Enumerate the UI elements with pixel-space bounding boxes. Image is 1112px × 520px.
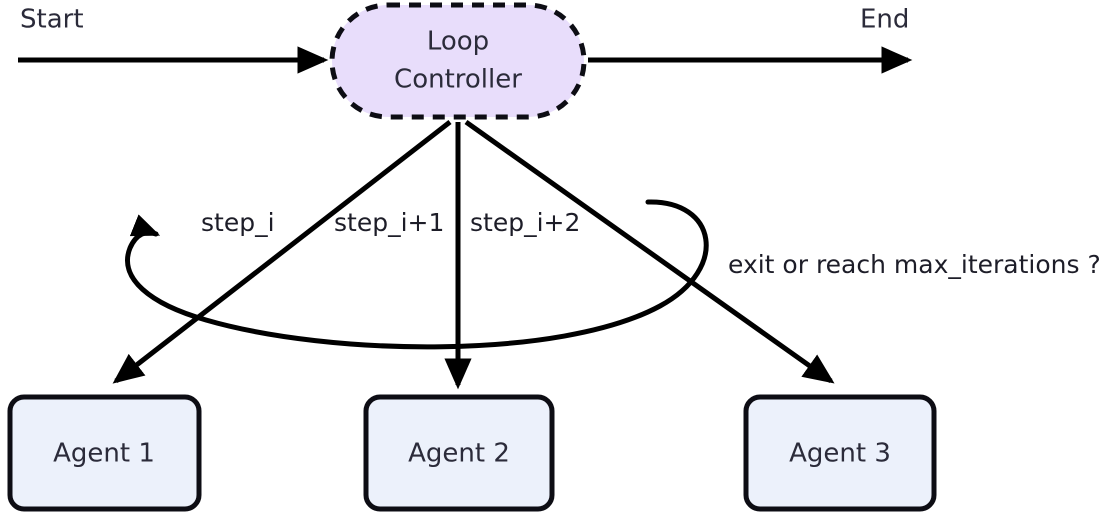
agent-2-label: Agent 2 (408, 439, 510, 469)
edge-label-step-i-plus-1: step_i+1 (334, 208, 444, 237)
loop-controller-label-line1: Loop (427, 27, 489, 57)
end-label: End (860, 5, 909, 35)
edge-controller-to-agent3 (464, 119, 835, 384)
node-agent-1[interactable] (7, 394, 202, 512)
agent-3-label: Agent 3 (789, 439, 891, 469)
node-agent-2[interactable] (363, 394, 555, 512)
edge-label-step-i-plus-2: step_i+2 (470, 208, 580, 237)
agent-1-label: Agent 1 (53, 439, 155, 469)
node-agent-3[interactable] (743, 394, 937, 512)
edge-feedback-loop (125, 199, 709, 350)
edge-label-feedback-condition: exit or reach max_iterations ? (728, 250, 1101, 279)
start-label: Start (20, 5, 84, 35)
edge-label-step-i: step_i (201, 208, 275, 237)
loop-controller-label-line2: Controller (394, 65, 522, 95)
edge-controller-to-agent1 (112, 120, 452, 384)
node-loop-controller[interactable] (329, 2, 587, 120)
